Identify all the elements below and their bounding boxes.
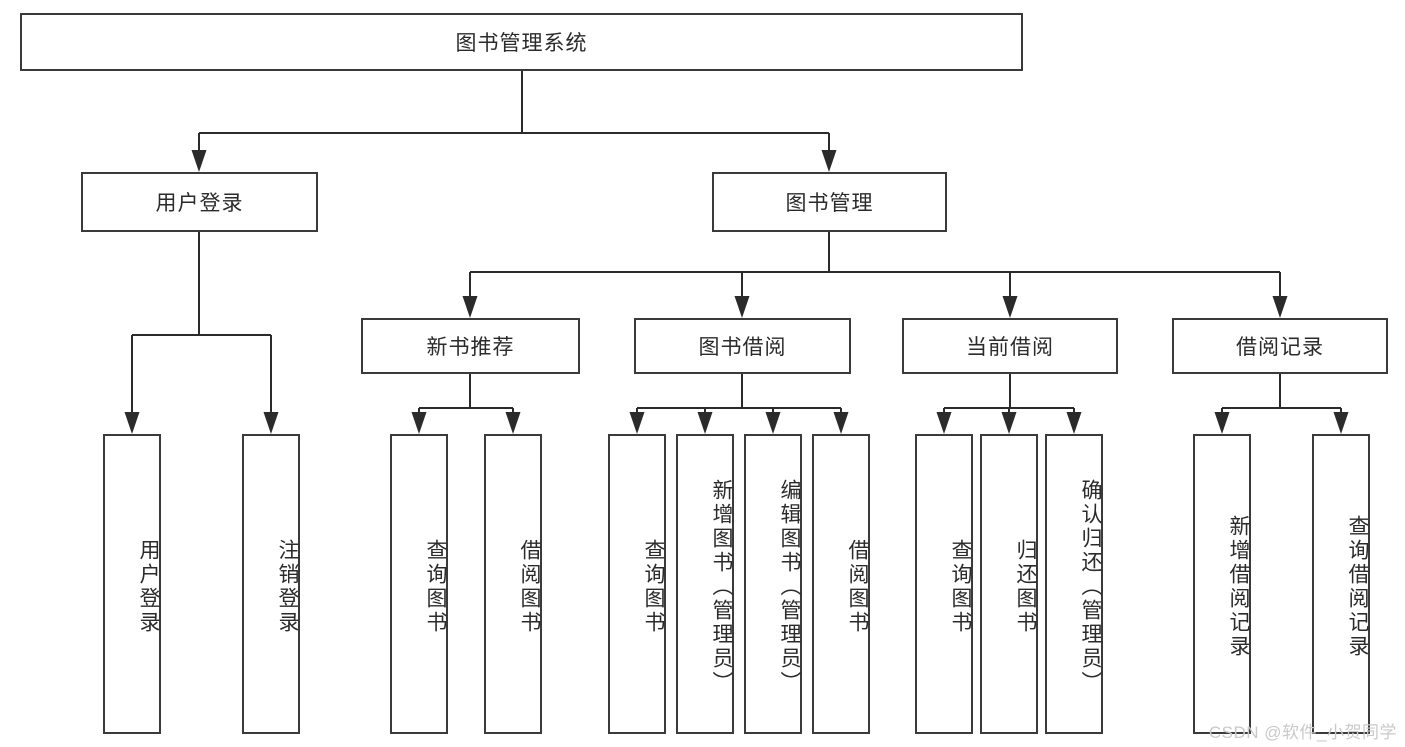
node-leaf-4-label: 查询图书 <box>642 539 665 635</box>
root-arrow-1-head <box>821 150 837 172</box>
node-level3-3-label: 借阅记录 <box>1236 336 1324 359</box>
group-1-arrow-0-head <box>629 412 645 434</box>
node-leaf-0[interactable]: 用户登录 <box>103 434 161 734</box>
node-leaf-6-label: 编辑图书（管理员） <box>778 479 801 695</box>
group-2-arrow-2-head <box>1066 412 1082 434</box>
group-1-arrow-3-head <box>833 412 849 434</box>
manage-arrow-3-head <box>1272 296 1288 318</box>
node-level3-2-label: 当前借阅 <box>966 336 1054 359</box>
node-leaf-2[interactable]: 查询图书 <box>390 434 448 734</box>
node-leaf-9-label: 归还图书 <box>1014 539 1037 635</box>
node-leaf-8[interactable]: 查询图书 <box>915 434 973 734</box>
node-leaf-5[interactable]: 新增图书（管理员） <box>676 434 734 734</box>
node-leaf-3-label: 借阅图书 <box>518 539 541 635</box>
node-level3-1[interactable]: 图书借阅 <box>634 318 851 374</box>
node-level3-1-label: 图书借阅 <box>698 336 787 359</box>
node-leaf-4[interactable]: 查询图书 <box>608 434 666 734</box>
manage-arrow-2-head <box>1002 296 1018 318</box>
node-leaf-12-label: 查询借阅记录 <box>1346 515 1369 659</box>
node-leaf-12[interactable]: 查询借阅记录 <box>1312 434 1370 734</box>
manage-arrow-0-head <box>462 296 478 318</box>
node-level3-2[interactable]: 当前借阅 <box>902 318 1118 374</box>
node-level3-0-label: 新书推荐 <box>426 336 515 359</box>
node-leaf-8-label: 查询图书 <box>949 539 972 635</box>
group-1-arrow-2-head <box>765 412 781 434</box>
group-2-arrow-0-head <box>936 412 952 434</box>
login-arrow-0-head <box>124 412 140 434</box>
node-leaf-0-label: 用户登录 <box>137 539 160 635</box>
manage-arrow-1-head <box>734 296 750 318</box>
node-level3-3[interactable]: 借阅记录 <box>1172 318 1388 374</box>
node-leaf-3[interactable]: 借阅图书 <box>484 434 542 734</box>
node-leaf-9[interactable]: 归还图书 <box>980 434 1038 734</box>
node-leaf-7[interactable]: 借阅图书 <box>812 434 870 734</box>
node-leaf-11[interactable]: 新增借阅记录 <box>1193 434 1251 734</box>
group-0-arrow-1-head <box>505 412 521 434</box>
node-level2-1-label: 图书管理 <box>785 192 874 215</box>
root-arrow-0-head <box>191 150 207 172</box>
group-0-arrow-0-head <box>411 412 427 434</box>
node-root[interactable]: 图书管理系统 <box>20 13 1023 71</box>
node-leaf-10[interactable]: 确认归还（管理员） <box>1045 434 1103 734</box>
node-leaf-1-label: 注销登录 <box>276 539 299 635</box>
node-leaf-5-label: 新增图书（管理员） <box>710 479 733 695</box>
node-leaf-2-label: 查询图书 <box>424 539 447 635</box>
node-level2-0-label: 用户登录 <box>155 192 244 215</box>
group-2-arrow-1-head <box>1001 412 1017 434</box>
login-arrow-1-head <box>263 412 279 434</box>
node-leaf-6[interactable]: 编辑图书（管理员） <box>744 434 802 734</box>
group-3-arrow-0-head <box>1214 412 1230 434</box>
group-1-arrow-1-head <box>697 412 713 434</box>
watermark: CSDN @软件_小贺同学 <box>1208 723 1397 742</box>
node-leaf-1[interactable]: 注销登录 <box>242 434 300 734</box>
node-leaf-11-label: 新增借阅记录 <box>1227 515 1250 659</box>
node-level2-1[interactable]: 图书管理 <box>712 172 947 232</box>
node-leaf-10-label: 确认归还（管理员） <box>1079 479 1102 695</box>
group-3-arrow-1-head <box>1333 412 1349 434</box>
node-level2-0[interactable]: 用户登录 <box>81 172 318 232</box>
node-root-label: 图书管理系统 <box>455 32 588 55</box>
node-leaf-7-label: 借阅图书 <box>846 539 869 635</box>
node-level3-0[interactable]: 新书推荐 <box>361 318 580 374</box>
